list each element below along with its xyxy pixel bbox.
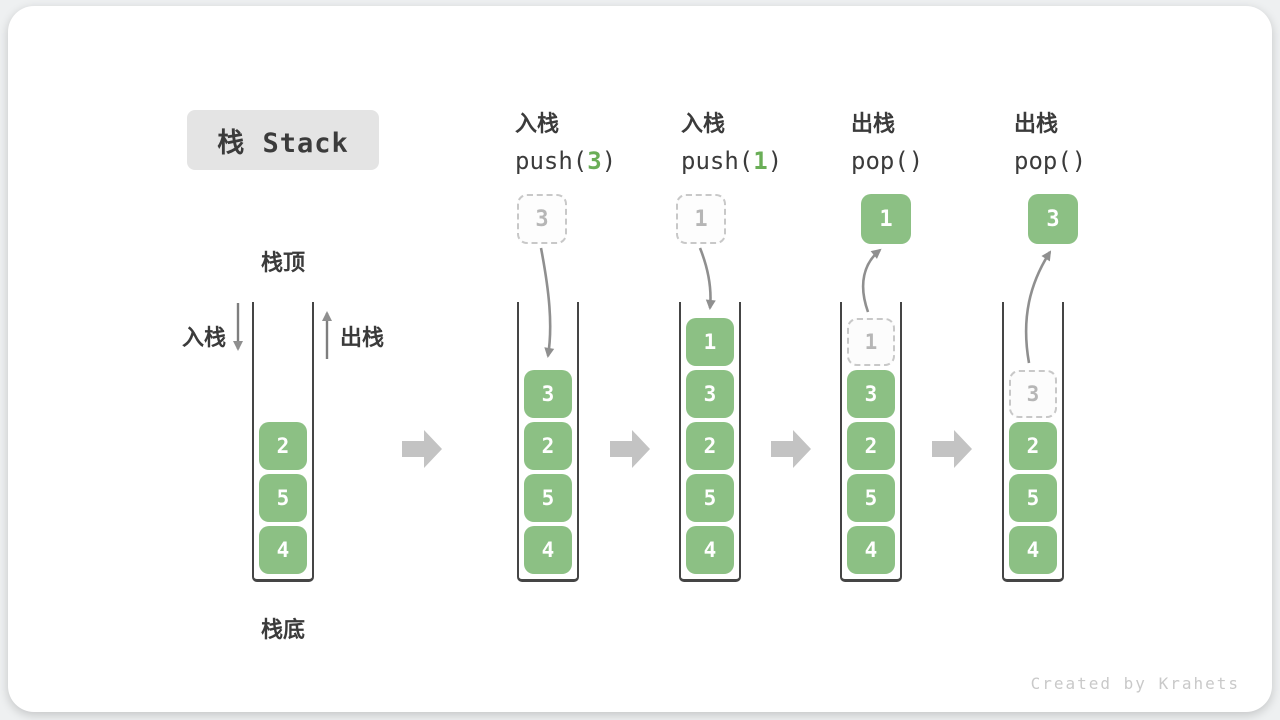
code-post: ) xyxy=(601,147,617,175)
stack-item: 3 xyxy=(847,370,895,418)
code-pre: pop( xyxy=(851,147,909,175)
stack-item: 2 xyxy=(524,422,572,470)
op-name: 出栈 xyxy=(1014,112,1059,137)
stack-after-pop1: 1 3 2 5 4 xyxy=(840,302,902,582)
stack-after-push1: 1 3 2 5 4 xyxy=(679,302,741,582)
stack-item: 5 xyxy=(847,474,895,522)
stack-item: 5 xyxy=(1009,474,1057,522)
stack-item: 4 xyxy=(847,526,895,574)
code-post: ) xyxy=(767,147,783,175)
op-code: pop() xyxy=(851,147,1021,175)
floating-push-value-1: 1 xyxy=(676,194,726,244)
stack-item: 1 xyxy=(686,318,734,366)
stack-item: 2 xyxy=(259,422,307,470)
stack-item: 4 xyxy=(524,526,572,574)
stack-item: 3 xyxy=(686,370,734,418)
op-name: 出栈 xyxy=(851,112,896,137)
floating-push-value-3: 3 xyxy=(517,194,567,244)
stack-item: 2 xyxy=(1009,422,1057,470)
stack-item: 4 xyxy=(686,526,734,574)
stack-top-label: 栈顶 xyxy=(260,251,305,276)
op-name: 入栈 xyxy=(515,112,560,137)
pop-direction-label: 出栈 xyxy=(340,326,385,351)
step-header-pop1: 出栈 pop() xyxy=(851,106,1021,175)
stack-item-removed: 3 xyxy=(1009,370,1057,418)
op-code: pop() xyxy=(1014,147,1184,175)
stack-after-pop3: 3 2 5 4 xyxy=(1002,302,1064,582)
stack-item: 4 xyxy=(259,526,307,574)
stack-item-removed: 1 xyxy=(847,318,895,366)
code-post: ) xyxy=(908,147,924,175)
step-header-pop3: 出栈 pop() xyxy=(1014,106,1184,175)
stack-bottom-label: 栈底 xyxy=(260,618,305,643)
stack-item: 4 xyxy=(1009,526,1057,574)
code-pre: pop( xyxy=(1014,147,1072,175)
step-header-push1: 入栈 push(1) xyxy=(681,106,851,175)
code-pre: push( xyxy=(515,147,588,175)
step-header-push3: 入栈 push(3) xyxy=(515,106,685,175)
op-code: push(3) xyxy=(515,147,685,175)
stack-item: 5 xyxy=(686,474,734,522)
stack-item: 2 xyxy=(686,422,734,470)
diagram-title: 栈 Stack xyxy=(187,110,379,170)
stack-item: 2 xyxy=(847,422,895,470)
stack-item: 5 xyxy=(259,474,307,522)
stack-item: 3 xyxy=(524,370,572,418)
watermark: Created by Krahets xyxy=(1030,674,1240,693)
op-code: push(1) xyxy=(681,147,851,175)
floating-popped-value-3: 3 xyxy=(1028,194,1078,244)
push-direction-label: 入栈 xyxy=(181,326,226,351)
code-pre: push( xyxy=(681,147,754,175)
stack-initial: 2 5 4 xyxy=(252,302,314,582)
stack-after-push3: 3 2 5 4 xyxy=(517,302,579,582)
code-post: ) xyxy=(1071,147,1087,175)
code-arg: 1 xyxy=(753,147,768,175)
floating-popped-value-1: 1 xyxy=(861,194,911,244)
stack-item: 5 xyxy=(524,474,572,522)
code-arg: 3 xyxy=(587,147,602,175)
op-name: 入栈 xyxy=(681,112,726,137)
